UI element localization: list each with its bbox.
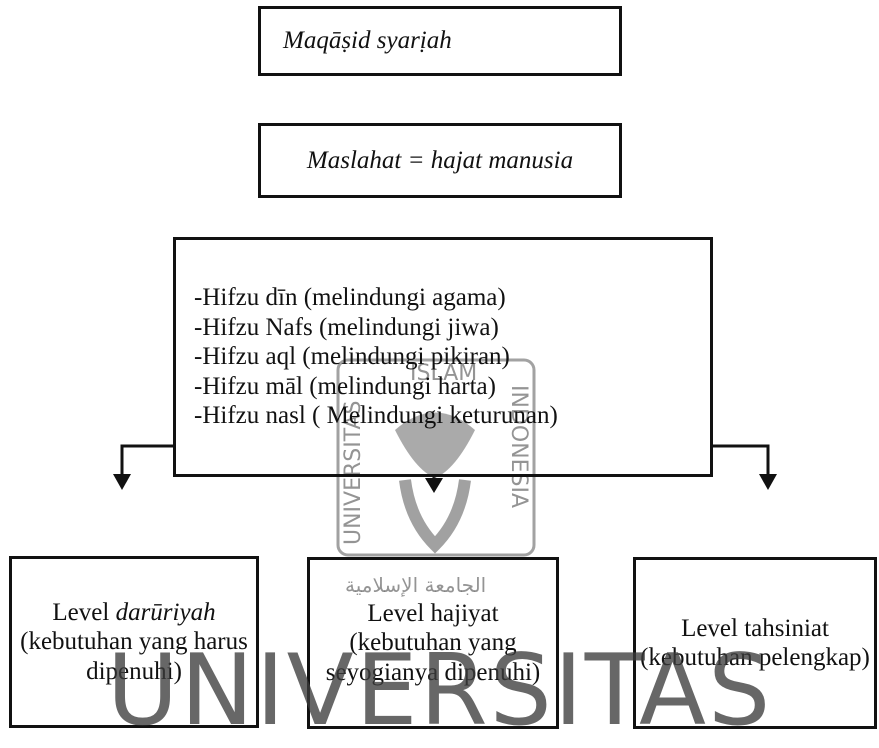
level-daruriyah-prefix: Level [52, 598, 116, 626]
level-daruriyah-desc: (kebutuhan yang harus dipenuhi) [20, 628, 248, 685]
hifzu-din: -Hifzu dīn (melindungi agama) [194, 284, 506, 312]
maqasid-box: Maqāṣid syarịah [258, 6, 622, 76]
hifzu-list-box: -Hifzu dīn (melindungi agama) -Hifzu Naf… [173, 237, 713, 477]
level-hajiyat-title: Level hajiyat [367, 599, 499, 627]
level-tahsiniat-title: Level tahsiniat [681, 614, 829, 642]
hifzu-nasl: -Hifzu nasl ( Melindungi keturunan) [194, 402, 558, 430]
maslahat-label: Maslahat = hajat manusia [306, 146, 574, 174]
arrow-center-head [425, 478, 443, 493]
hifzu-aql: -Hifzu aql (melindungi pikiran) [194, 343, 510, 371]
universitas-watermark-text: UNIVERSITAS [106, 634, 773, 748]
level-daruriyah-term: darūriyah [115, 598, 216, 626]
level-daruriyah-box: Level darūriyah (kebutuhan yang harus di… [9, 556, 259, 728]
maslahat-box: Maslahat = hajat manusia [258, 123, 622, 198]
level-tahsiniat-box: Level tahsiniat (kebutuhan pelengkap) [633, 557, 877, 729]
level-tahsiniat-desc: (kebutuhan pelengkap) [640, 644, 870, 671]
hifzu-list: -Hifzu dīn (melindungi agama) -Hifzu Naf… [194, 283, 558, 431]
arrow-left-head [113, 474, 131, 490]
level-hajiyat-desc: (kebutuhan yang seyogianya dipenuhi) [325, 629, 541, 686]
maqasid-label: Maqāṣid syarịah [283, 27, 452, 55]
hifzu-nafs: -Hifzu Nafs (melindungi jiwa) [194, 313, 499, 341]
connector-right [713, 444, 770, 485]
hifzu-mal: -Hifzu māl (melindungi harta) [194, 372, 496, 400]
arrow-right-head [759, 474, 777, 490]
level-hajiyat-box: Level hajiyat (kebutuhan yang seyogianya… [307, 557, 559, 729]
connector-left [120, 444, 173, 485]
